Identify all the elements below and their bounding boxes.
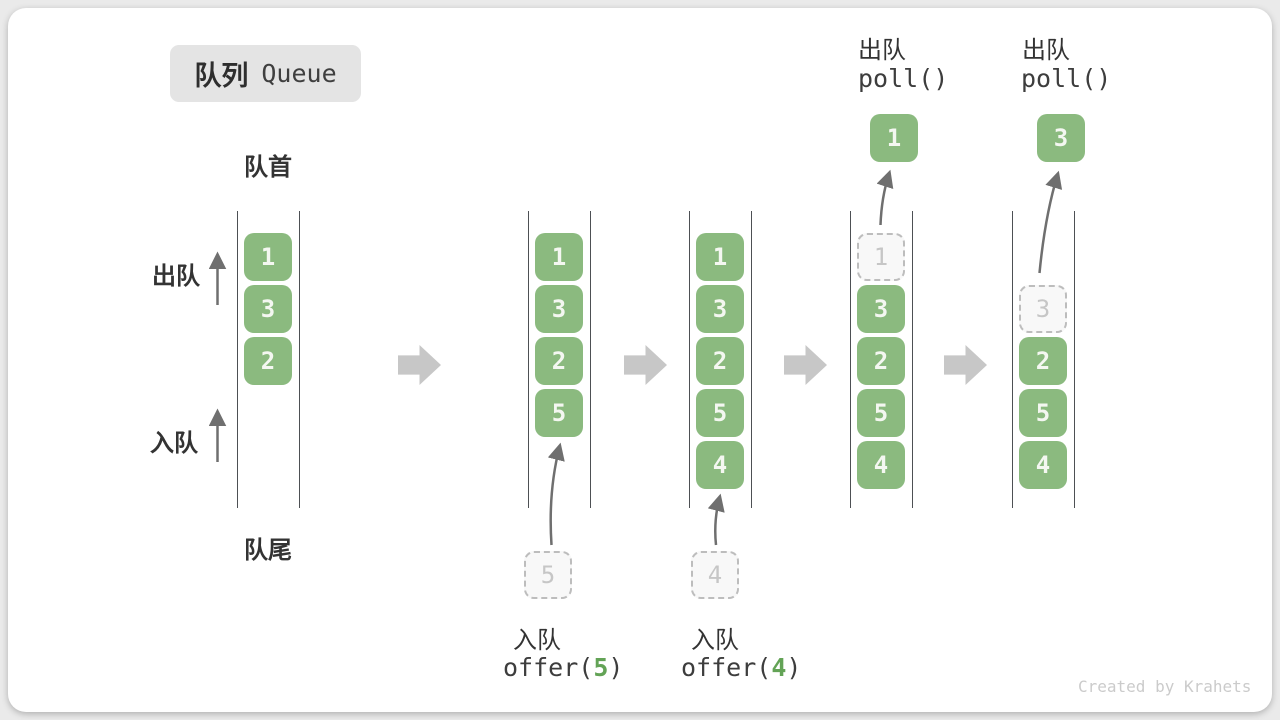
queue-item: 2 (535, 337, 583, 385)
op-dequeue-label: 出队 (858, 37, 906, 64)
queue-item: 4 (1019, 441, 1067, 489)
credit-text: Created by Krahets (1078, 677, 1252, 696)
code-text: offer( (503, 653, 594, 682)
queue-container-5 (1012, 211, 1075, 508)
queue-item: 5 (1019, 389, 1067, 437)
queue-container-3 (689, 211, 752, 508)
code-text: ) (786, 653, 802, 682)
removed-item-ghost: 1 (857, 233, 905, 281)
queue-container-4 (850, 211, 913, 508)
queue-item: 5 (696, 389, 744, 437)
label-dequeue-direction: 出队 (152, 263, 200, 290)
queue-item: 3 (857, 285, 905, 333)
queue-item: 3 (535, 285, 583, 333)
queue-item: 3 (244, 285, 292, 333)
op-enqueue-label: 入队 (691, 627, 739, 654)
op-enqueue-code: offer(5) (503, 653, 623, 682)
queue-item: 2 (1019, 337, 1067, 385)
queue-item: 4 (857, 441, 905, 489)
code-text: ) (608, 653, 624, 682)
op-dequeue-code: poll() (858, 64, 949, 93)
op-dequeue-code: poll() (1021, 64, 1112, 93)
label-queue-head: 队首 (244, 154, 292, 181)
queue-item: 2 (857, 337, 905, 385)
title-zh: 队列 (194, 61, 249, 91)
popped-item: 3 (1037, 114, 1085, 162)
queue-container-1 (237, 211, 300, 508)
queue-item: 5 (535, 389, 583, 437)
code-arg: 4 (771, 653, 787, 682)
removed-item-ghost: 3 (1019, 285, 1067, 333)
label-enqueue-direction: 入队 (150, 430, 198, 457)
queue-item: 4 (696, 441, 744, 489)
label-queue-tail: 队尾 (244, 537, 292, 564)
queue-item: 1 (535, 233, 583, 281)
op-enqueue-code: offer(4) (681, 653, 801, 682)
code-arg: 5 (593, 653, 609, 682)
op-enqueue-label: 入队 (513, 627, 561, 654)
queue-item: 2 (696, 337, 744, 385)
queue-container-2 (528, 211, 591, 508)
queue-item: 5 (857, 389, 905, 437)
op-dequeue-label: 出队 (1022, 37, 1070, 64)
popped-item: 1 (870, 114, 918, 162)
queue-item: 2 (244, 337, 292, 385)
queue-item: 3 (696, 285, 744, 333)
code-text: offer( (681, 653, 772, 682)
queue-item: 1 (244, 233, 292, 281)
incoming-item-ghost: 4 (691, 551, 739, 599)
incoming-item-ghost: 5 (524, 551, 572, 599)
title-badge: 队列 Queue (170, 45, 361, 102)
queue-item: 1 (696, 233, 744, 281)
title-en: Queue (261, 59, 337, 88)
